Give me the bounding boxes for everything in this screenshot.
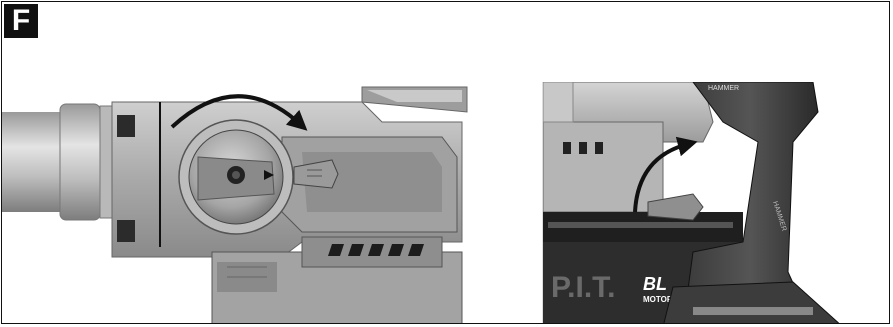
top-label: HAMMER xyxy=(708,85,739,92)
right-view-illustration: P.I.T. BL MOTOR HAMMER HAMMER xyxy=(542,82,890,324)
brand-text: P.I.T. xyxy=(551,271,615,304)
rotary-hammer-side-view xyxy=(2,82,472,324)
left-view-illustration xyxy=(2,82,472,324)
figure-label: F xyxy=(4,4,38,38)
vent-slots xyxy=(563,142,603,154)
rotary-hammer-rear-view: P.I.T. BL MOTOR HAMMER HAMMER xyxy=(543,82,890,324)
svg-text:BL: BL xyxy=(643,274,667,294)
svg-text:MOTOR: MOTOR xyxy=(643,295,673,304)
chuck-barrel xyxy=(2,112,62,212)
chuck-ring xyxy=(60,104,100,220)
